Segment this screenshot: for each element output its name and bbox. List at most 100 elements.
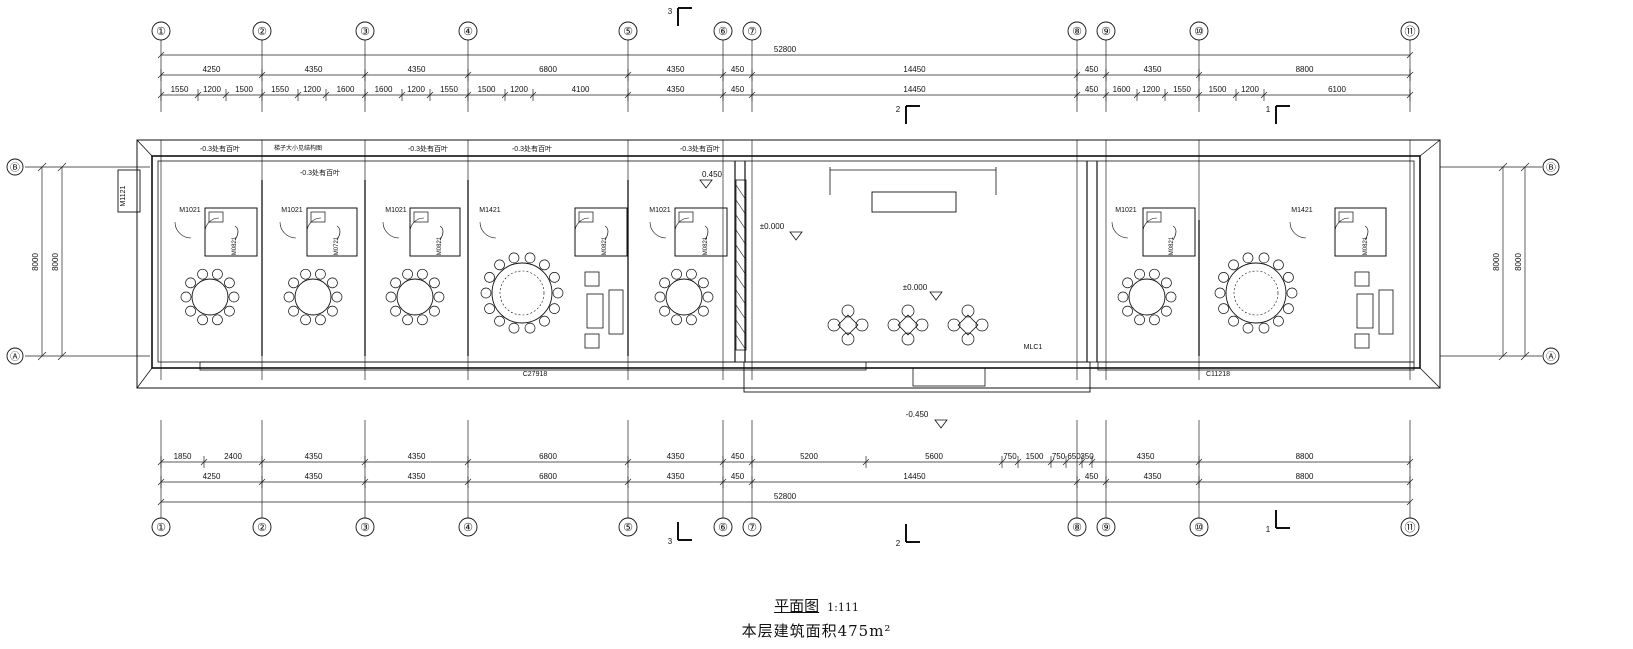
dim-text: 1 — [1266, 525, 1271, 534]
wc-door-label: M0821 — [437, 236, 443, 255]
dim-text: 5600 — [925, 452, 943, 461]
sink — [1338, 211, 1354, 223]
chair — [524, 322, 536, 334]
axis-bubble — [151, 21, 171, 41]
axis-label: ③ — [360, 522, 370, 534]
outer-eave — [136, 139, 1441, 389]
dim-text: 1600 — [337, 85, 355, 94]
axis-bubble — [6, 347, 24, 365]
axis-bubble — [355, 21, 375, 41]
door-swing — [674, 217, 690, 233]
dim-text: 4250 — [203, 472, 221, 481]
axis-label: ⑪ — [1405, 25, 1416, 38]
toilet — [336, 225, 341, 241]
wc-door-label: M0721 — [334, 236, 340, 255]
chair — [185, 277, 196, 289]
dim-text: 4350 — [408, 65, 426, 74]
dim-text: 4350 — [667, 472, 685, 481]
sink — [208, 211, 224, 223]
elevation-mark: 0.450 — [702, 170, 723, 179]
reception-desk — [871, 191, 957, 213]
chair — [494, 259, 505, 271]
sink — [310, 211, 326, 223]
chair — [433, 291, 445, 303]
stair-hatch — [735, 334, 747, 351]
axis-label: ⑥ — [718, 522, 728, 534]
window-label: C27918 — [523, 371, 548, 378]
chair — [686, 314, 697, 326]
toilet — [1364, 225, 1369, 241]
armchair — [1354, 271, 1370, 287]
chair — [539, 315, 550, 327]
dim-text: 450 — [1085, 85, 1099, 94]
dim-text: 750 — [1003, 452, 1017, 461]
chair — [659, 305, 670, 317]
dim-text: 1 — [1266, 105, 1271, 114]
chair — [429, 277, 440, 289]
chair — [197, 268, 208, 280]
dim-text: 6800 — [539, 472, 557, 481]
stair-hatch — [735, 244, 747, 261]
axis-bubble — [1096, 21, 1116, 41]
stair-hatch — [735, 199, 747, 216]
axis-label: Ⓑ — [1546, 162, 1556, 174]
chair — [197, 314, 208, 326]
dim-text: 1200 — [407, 85, 425, 94]
plan-title: 平面图 — [774, 597, 820, 615]
large-round-table — [1225, 262, 1287, 324]
lobby-table — [957, 314, 979, 336]
sofa — [1378, 289, 1394, 335]
axis-label: ⑦ — [747, 522, 757, 534]
axis-label: ⑩ — [1194, 522, 1204, 534]
chair — [402, 268, 413, 280]
axis-bubble — [1189, 517, 1209, 537]
sink — [413, 211, 429, 223]
chair — [961, 304, 975, 318]
dim-tick — [57, 351, 67, 361]
axis-bubble — [1189, 21, 1209, 41]
wc-room — [306, 207, 358, 257]
dim-text: 1200 — [1142, 85, 1160, 94]
chair — [1122, 305, 1133, 317]
axis-bubble — [355, 517, 375, 537]
dim-text: 8800 — [1296, 472, 1314, 481]
dim-text: 1200 — [510, 85, 528, 94]
door-label: M1021 — [179, 207, 201, 214]
door-label: M1421 — [479, 207, 501, 214]
dim-tick — [1520, 351, 1530, 361]
axis-bubble — [458, 517, 478, 537]
dim-text: 3 — [668, 537, 673, 546]
chair — [887, 318, 901, 332]
chair — [300, 314, 311, 326]
sink — [678, 211, 694, 223]
chair — [1149, 268, 1160, 280]
dim-text: 1200 — [203, 85, 221, 94]
chair — [494, 315, 505, 327]
elevation-mark: -0.450 — [906, 410, 929, 419]
axis-label: ⑩ — [1194, 26, 1204, 38]
chair — [224, 305, 235, 317]
chair — [1134, 268, 1145, 280]
dim-text: 4250 — [203, 65, 221, 74]
wc-door-label: M0821 — [1363, 236, 1369, 255]
chair — [288, 277, 299, 289]
armchair — [1354, 333, 1370, 349]
axis-label: ① — [156, 522, 166, 534]
chair — [1286, 287, 1298, 299]
chair — [1242, 252, 1254, 264]
axis-label: ⑥ — [718, 26, 728, 38]
door-swing — [279, 221, 297, 239]
dim-text: 4350 — [667, 452, 685, 461]
stair-hatch — [735, 184, 747, 201]
door-swing — [1111, 221, 1129, 239]
dim-text: 3 — [668, 7, 673, 16]
eave-corner — [136, 367, 153, 389]
door-swing — [204, 217, 220, 233]
lobby-projection — [743, 361, 1091, 393]
dim-text: 1500 — [235, 85, 253, 94]
dim-text: 1500 — [1026, 452, 1044, 461]
chair — [1161, 305, 1172, 317]
axis-bubble — [1542, 158, 1560, 176]
